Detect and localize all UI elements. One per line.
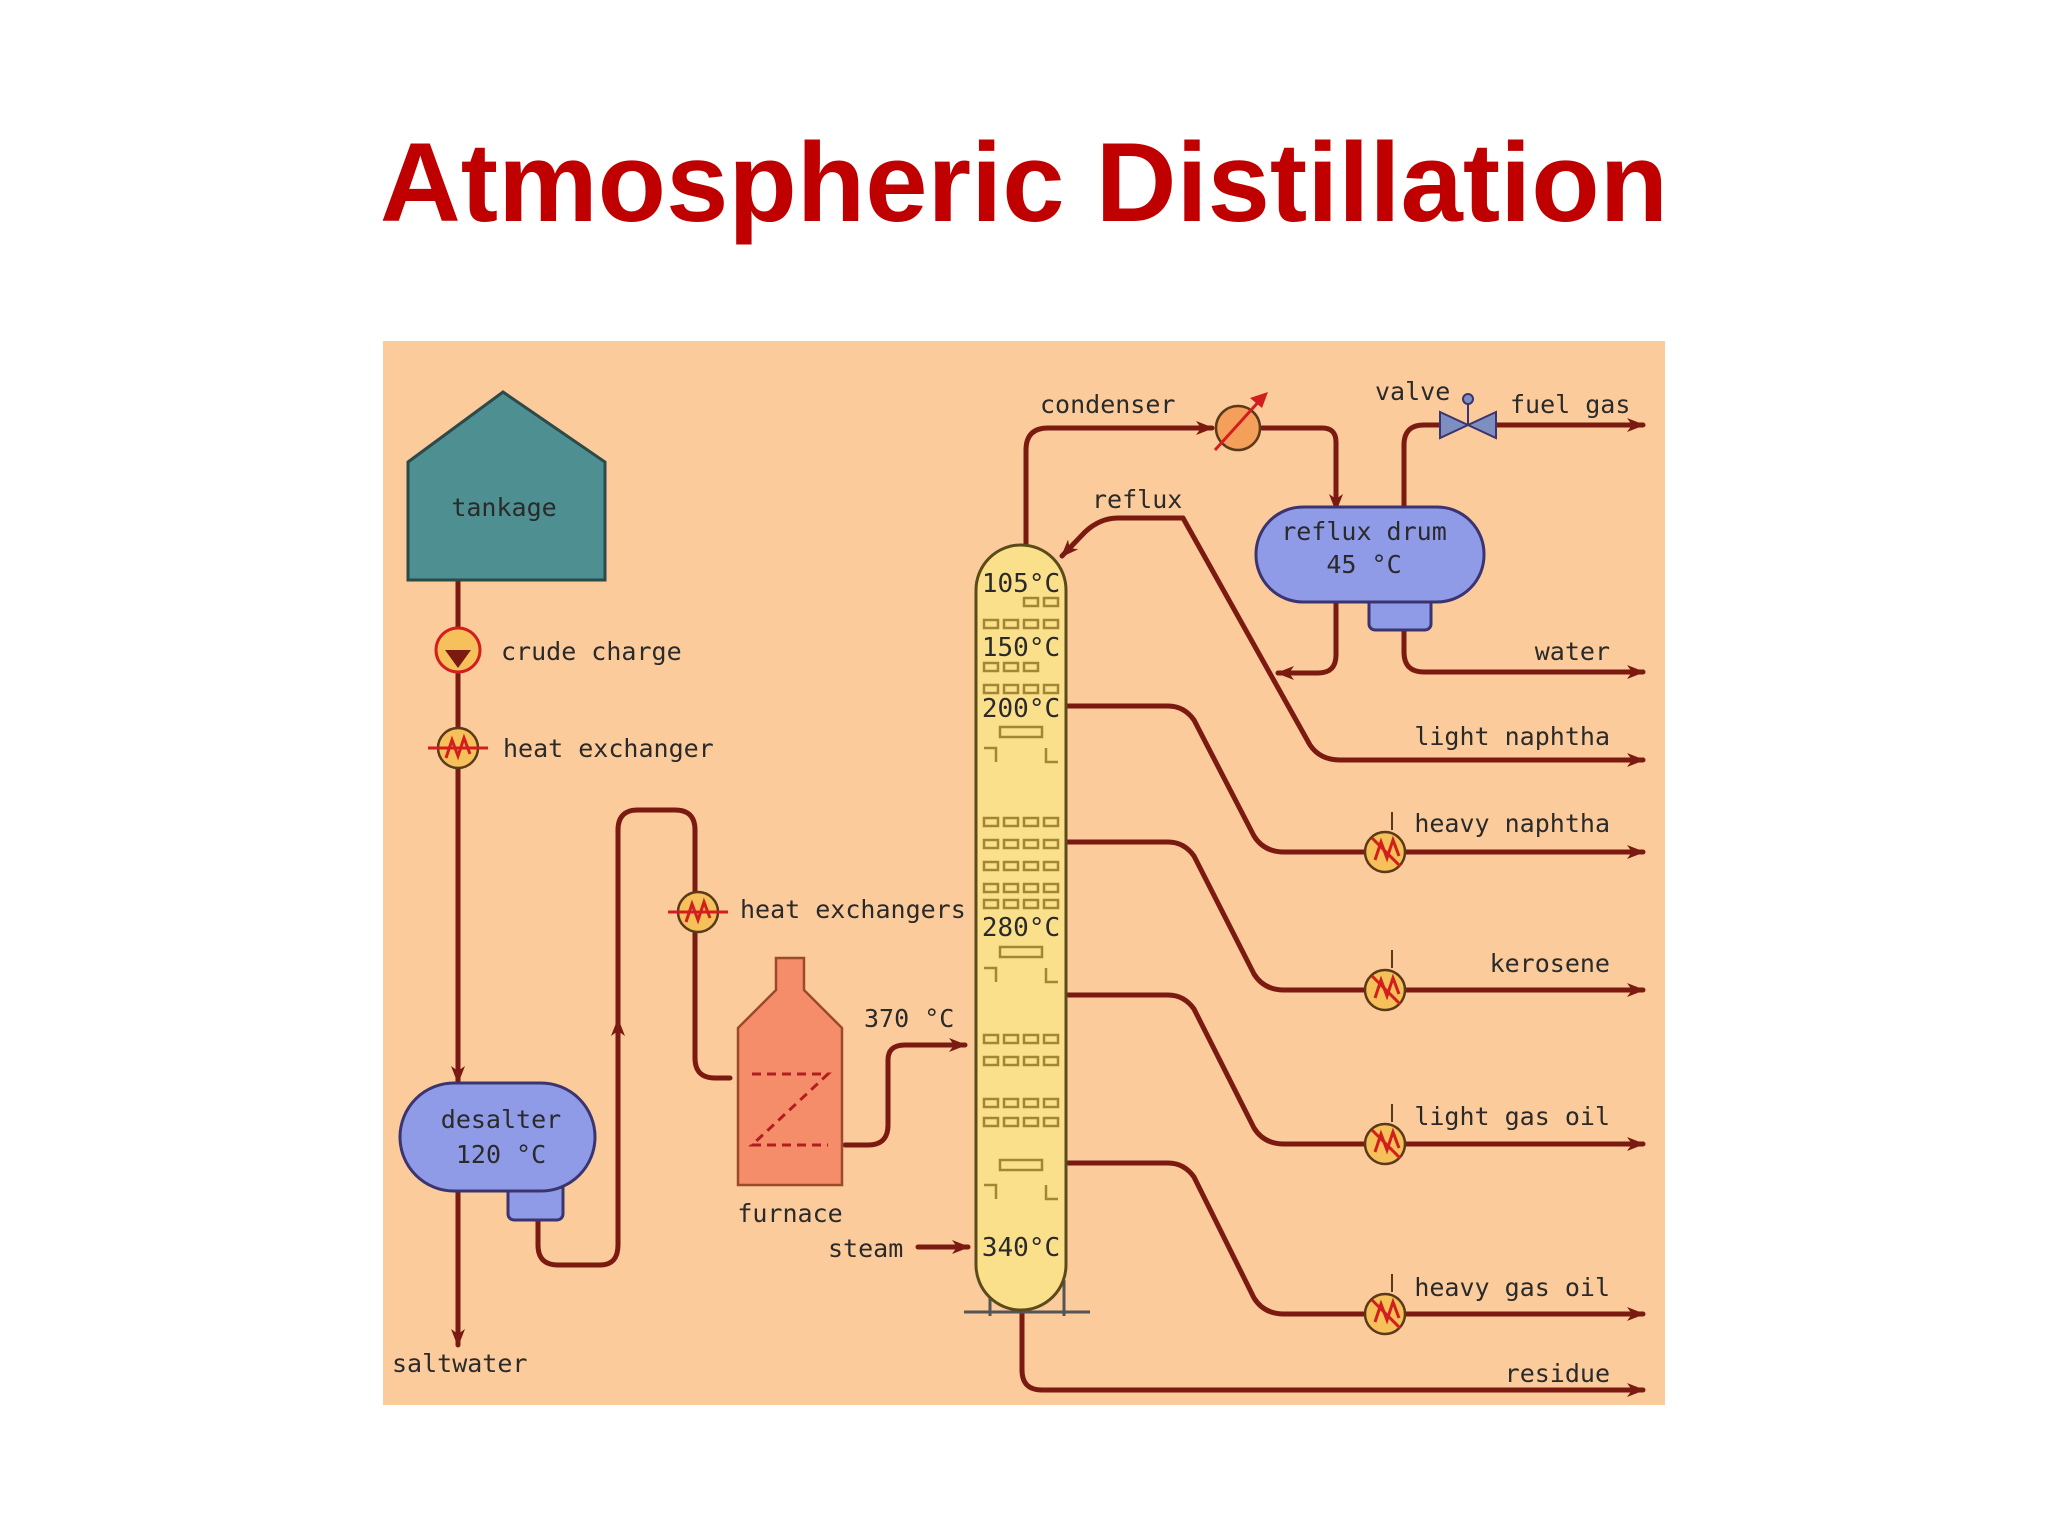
desalter-temp: 120 °C: [456, 1140, 546, 1169]
heat-exchanger-icon: [1363, 1274, 1407, 1336]
column-temp-5: 340°C: [982, 1233, 1060, 1263]
heat-exchanger-icon: [1363, 1104, 1407, 1166]
water-label: water: [1535, 637, 1610, 666]
slide-title: Atmospheric Distillation: [379, 120, 1669, 245]
condenser-label: condenser: [1040, 390, 1175, 419]
distillation-column: 105°C 150°C 200°C 280°C 340°C: [964, 543, 1090, 1316]
saltwater-label: saltwater: [392, 1349, 527, 1378]
heavy-gas-oil-label: heavy gas oil: [1414, 1273, 1610, 1302]
pipes: [451, 418, 1646, 1397]
condenser-icon: [1213, 392, 1268, 452]
reflux-drum: [1254, 505, 1486, 632]
column-trays: [982, 596, 1060, 1201]
column-temp-3: 200°C: [982, 694, 1060, 724]
heat-exchanger-icon: [1363, 950, 1407, 1012]
furnace-temp: 370 °C: [864, 1004, 954, 1033]
tankage-tank: [406, 390, 607, 582]
steam-label: steam: [828, 1234, 903, 1263]
pump-icon: [434, 626, 482, 674]
heat-exchanger-icon: [428, 726, 488, 770]
column-temp-4: 280°C: [982, 913, 1060, 943]
column-temp-2: 150°C: [982, 633, 1060, 663]
reflux-drum-label: reflux drum: [1281, 517, 1447, 546]
fuel-gas-label: fuel gas: [1510, 390, 1630, 419]
kerosene-label: kerosene: [1490, 949, 1610, 978]
furnace-label: furnace: [737, 1199, 842, 1228]
valve-icon: [1439, 393, 1497, 440]
furnace: [736, 956, 844, 1187]
heat-exchanger-label: heat exchanger: [503, 734, 714, 763]
heat-exchangers-label: heat exchangers: [740, 895, 966, 924]
valve-label: valve: [1375, 377, 1450, 406]
light-naphtha-label: light naphtha: [1414, 722, 1610, 751]
desalter-label: desalter: [441, 1105, 561, 1134]
desalter-vessel: [398, 1081, 597, 1222]
reflux-label: reflux: [1092, 485, 1182, 514]
column-temp-1: 105°C: [982, 569, 1060, 599]
heat-exchanger-icon: [1363, 812, 1407, 874]
heavy-naphtha-label: heavy naphtha: [1414, 809, 1610, 838]
residue-label: residue: [1505, 1359, 1610, 1388]
light-gas-oil-label: light gas oil: [1414, 1102, 1610, 1131]
crude-charge-label: crude charge: [501, 637, 682, 666]
tankage-label: tankage: [451, 493, 556, 522]
heat-exchanger-icon: [668, 890, 728, 934]
reflux-drum-temp: 45 °C: [1326, 550, 1401, 579]
